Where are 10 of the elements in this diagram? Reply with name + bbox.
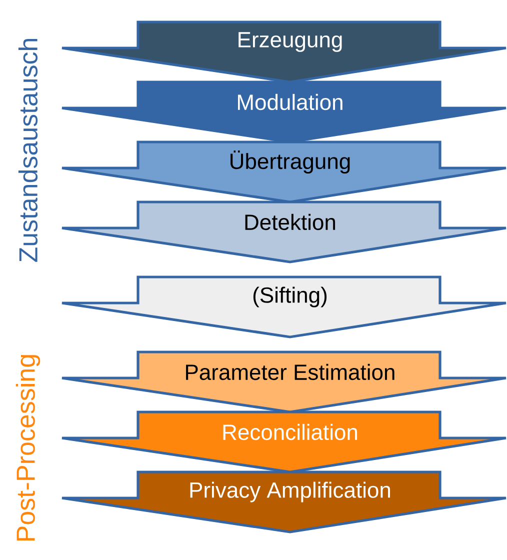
chevron-step-box: Modulation	[60, 80, 507, 144]
chevron-step-box: Privacy Amplification	[60, 470, 507, 534]
chevron-step-box: Erzeugung	[60, 20, 507, 84]
chevron-step-box: Übertragung	[60, 140, 507, 204]
chevron-step-box: Parameter Estimation	[60, 350, 507, 414]
section-label: Post-Processing	[16, 355, 40, 540]
chevron-step-box: Reconciliation	[60, 410, 507, 474]
chevron-step-box: (Sifting)	[60, 276, 507, 338]
section-label: Zustandsaustausch	[18, 38, 38, 262]
chevron-step-box: Detektion	[60, 200, 507, 264]
